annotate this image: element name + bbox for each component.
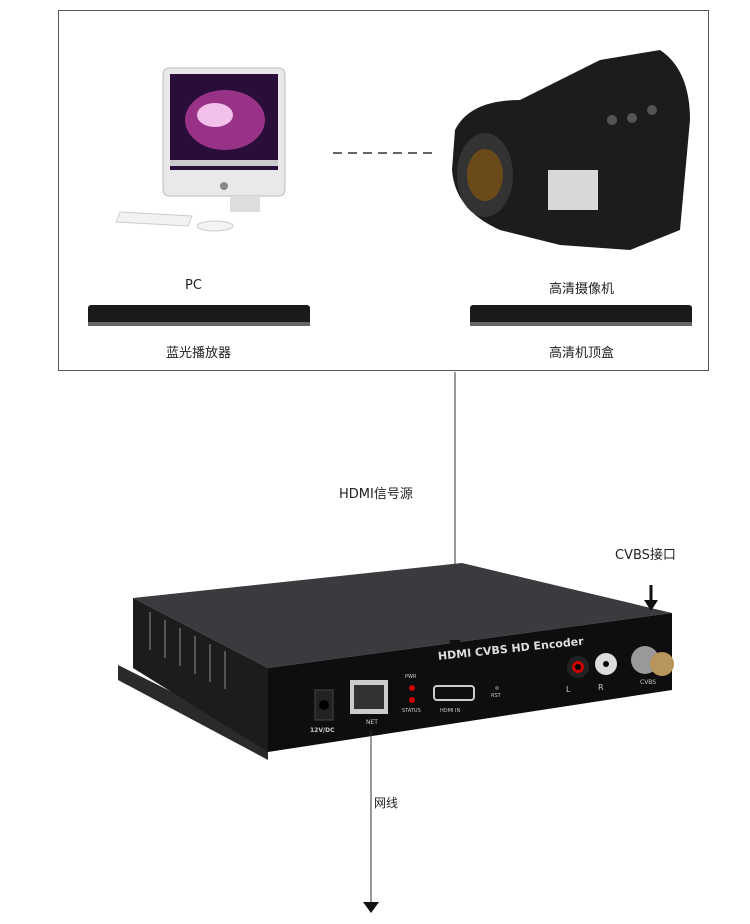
camcorder-image: [452, 50, 690, 250]
pwr-label: PWR: [405, 674, 417, 680]
cvbs-label: CVBS: [640, 679, 657, 686]
hdmi-arrow-icon: [449, 640, 461, 652]
right-audio-label: R: [598, 683, 604, 692]
hdmi-in-label: HDMI IN: [440, 708, 461, 714]
pc-label: PC: [185, 278, 202, 293]
network-label: 网线: [374, 796, 399, 810]
camcorder-label: 高清摄像机: [549, 282, 615, 297]
net-label: NET: [366, 719, 378, 726]
settop-box-image: [470, 305, 692, 326]
network-arrow-icon: [363, 902, 379, 913]
bluray-label: 蓝光播放器: [166, 346, 232, 361]
sources-frame: [58, 10, 709, 371]
hdmi-source-label: HDMI信号源: [339, 487, 413, 502]
left-audio-label: L: [566, 685, 571, 694]
cvbs-port-label: CVBS接口: [615, 548, 676, 563]
settop-label: 高清机顶盒: [549, 346, 615, 361]
pc-image: [115, 67, 286, 232]
rst-label: RST: [491, 693, 501, 699]
bluray-player-image: [88, 305, 310, 326]
power-label: 12V/DC: [310, 727, 335, 734]
cvbs-arrow-icon: [644, 600, 658, 611]
status-label: STATUS: [402, 708, 421, 714]
encoder-device: [118, 563, 674, 760]
